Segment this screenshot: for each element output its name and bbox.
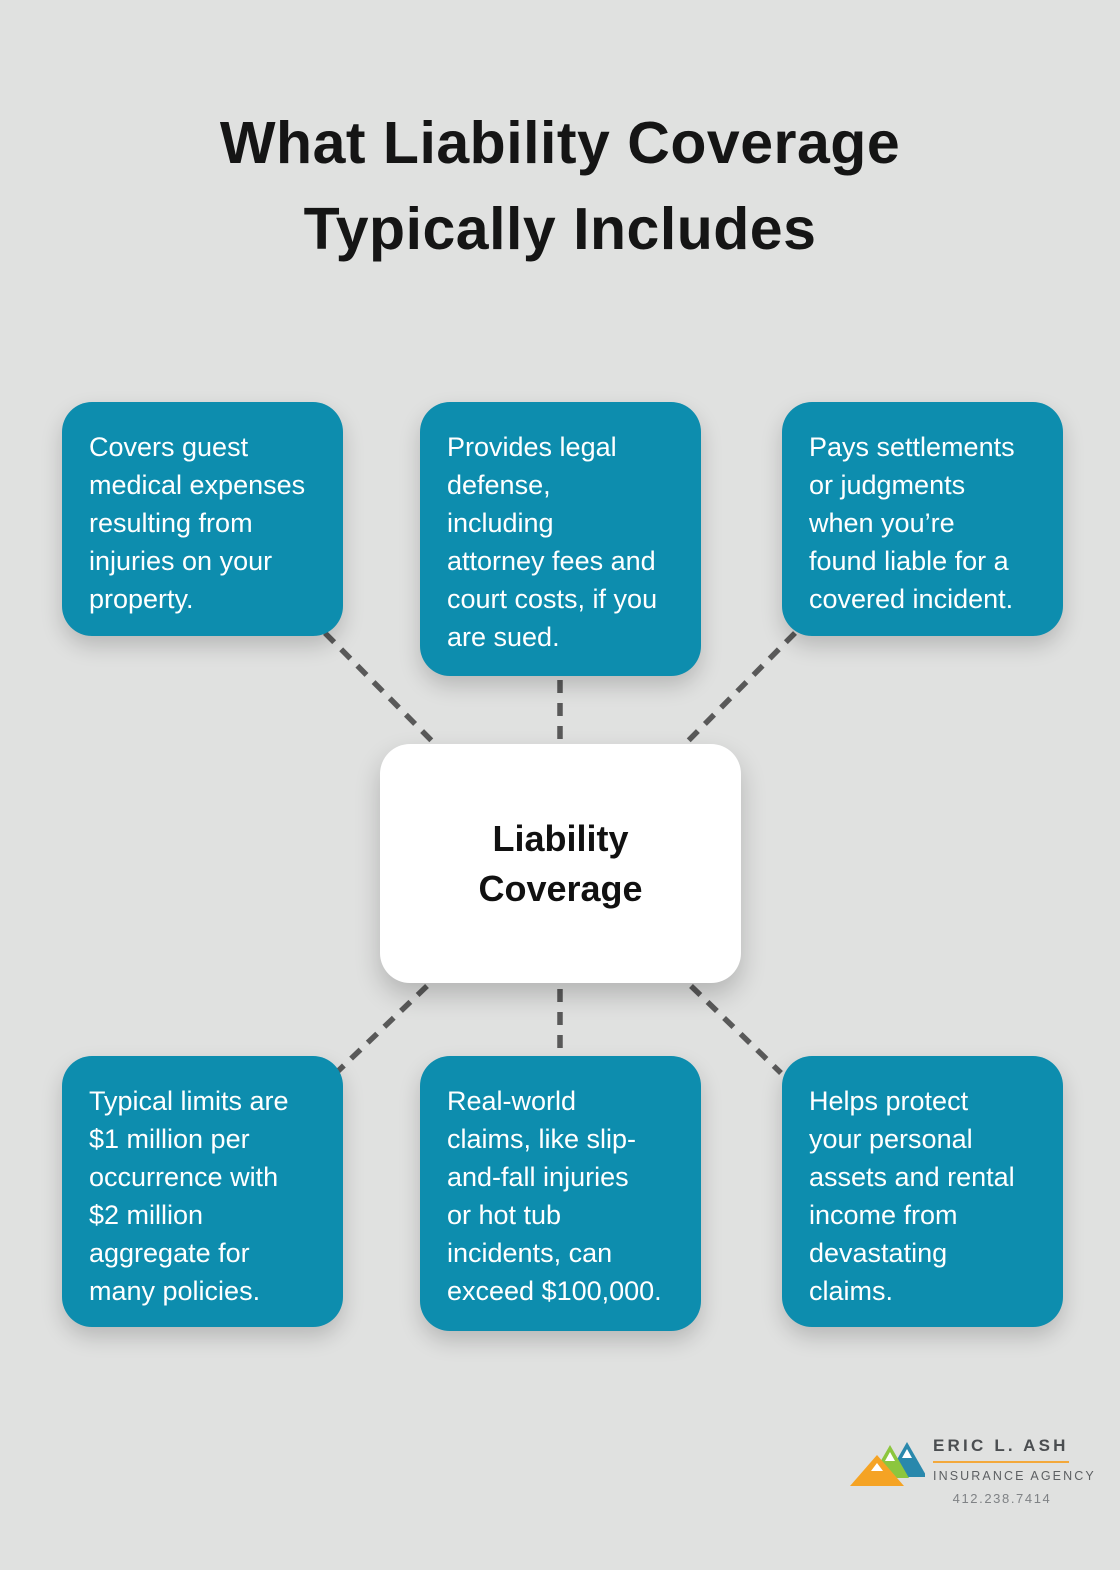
agency-logo: ERIC L. ASH INSURANCE AGENCY 412.238.741… [845,1436,1096,1506]
page-title: What Liability Coverage Typically Includ… [219,110,901,262]
agency-logo-text: ERIC L. ASH INSURANCE AGENCY 412.238.741… [933,1436,1096,1506]
connector-bottom-left [334,984,429,1075]
mountains-icon [850,1442,925,1486]
agency-name: ERIC L. ASH [933,1436,1069,1463]
connector-bottom-right [689,984,783,1075]
benefit-node-medical-expenses: Covers guest medical expenses resulting … [62,402,343,636]
agency-tagline: INSURANCE AGENCY [933,1469,1096,1483]
central-node-liability-coverage: Liability Coverage [380,744,741,983]
benefit-node-asset-protection: Helps protect your personal assets and r… [782,1056,1063,1327]
benefit-node-settlements: Pays settlements or judgments when you’r… [782,402,1063,636]
benefit-node-text: Provides legal defense, including attorn… [447,432,658,652]
benefit-node-legal-defense: Provides legal defense, including attorn… [420,402,701,676]
agency-phone: 412.238.7414 [952,1491,1052,1506]
benefit-node-real-world-claims: Real-world claims, like slip- and-fall i… [420,1056,701,1331]
benefit-node-text: Real-world claims, like slip- and-fall i… [447,1086,662,1306]
benefit-node-text: Pays settlements or judgments when you’r… [809,432,1015,614]
central-node-label: Liability Coverage [478,817,643,909]
benefit-node-text: Typical limits are $1 million per occurr… [89,1086,289,1306]
connector-top-left [323,631,434,743]
connector-top-right [686,631,797,743]
benefit-node-text: Helps protect your personal assets and r… [809,1086,1015,1306]
benefit-node-typical-limits: Typical limits are $1 million per occurr… [62,1056,343,1327]
benefit-node-text: Covers guest medical expenses resulting … [89,432,306,614]
